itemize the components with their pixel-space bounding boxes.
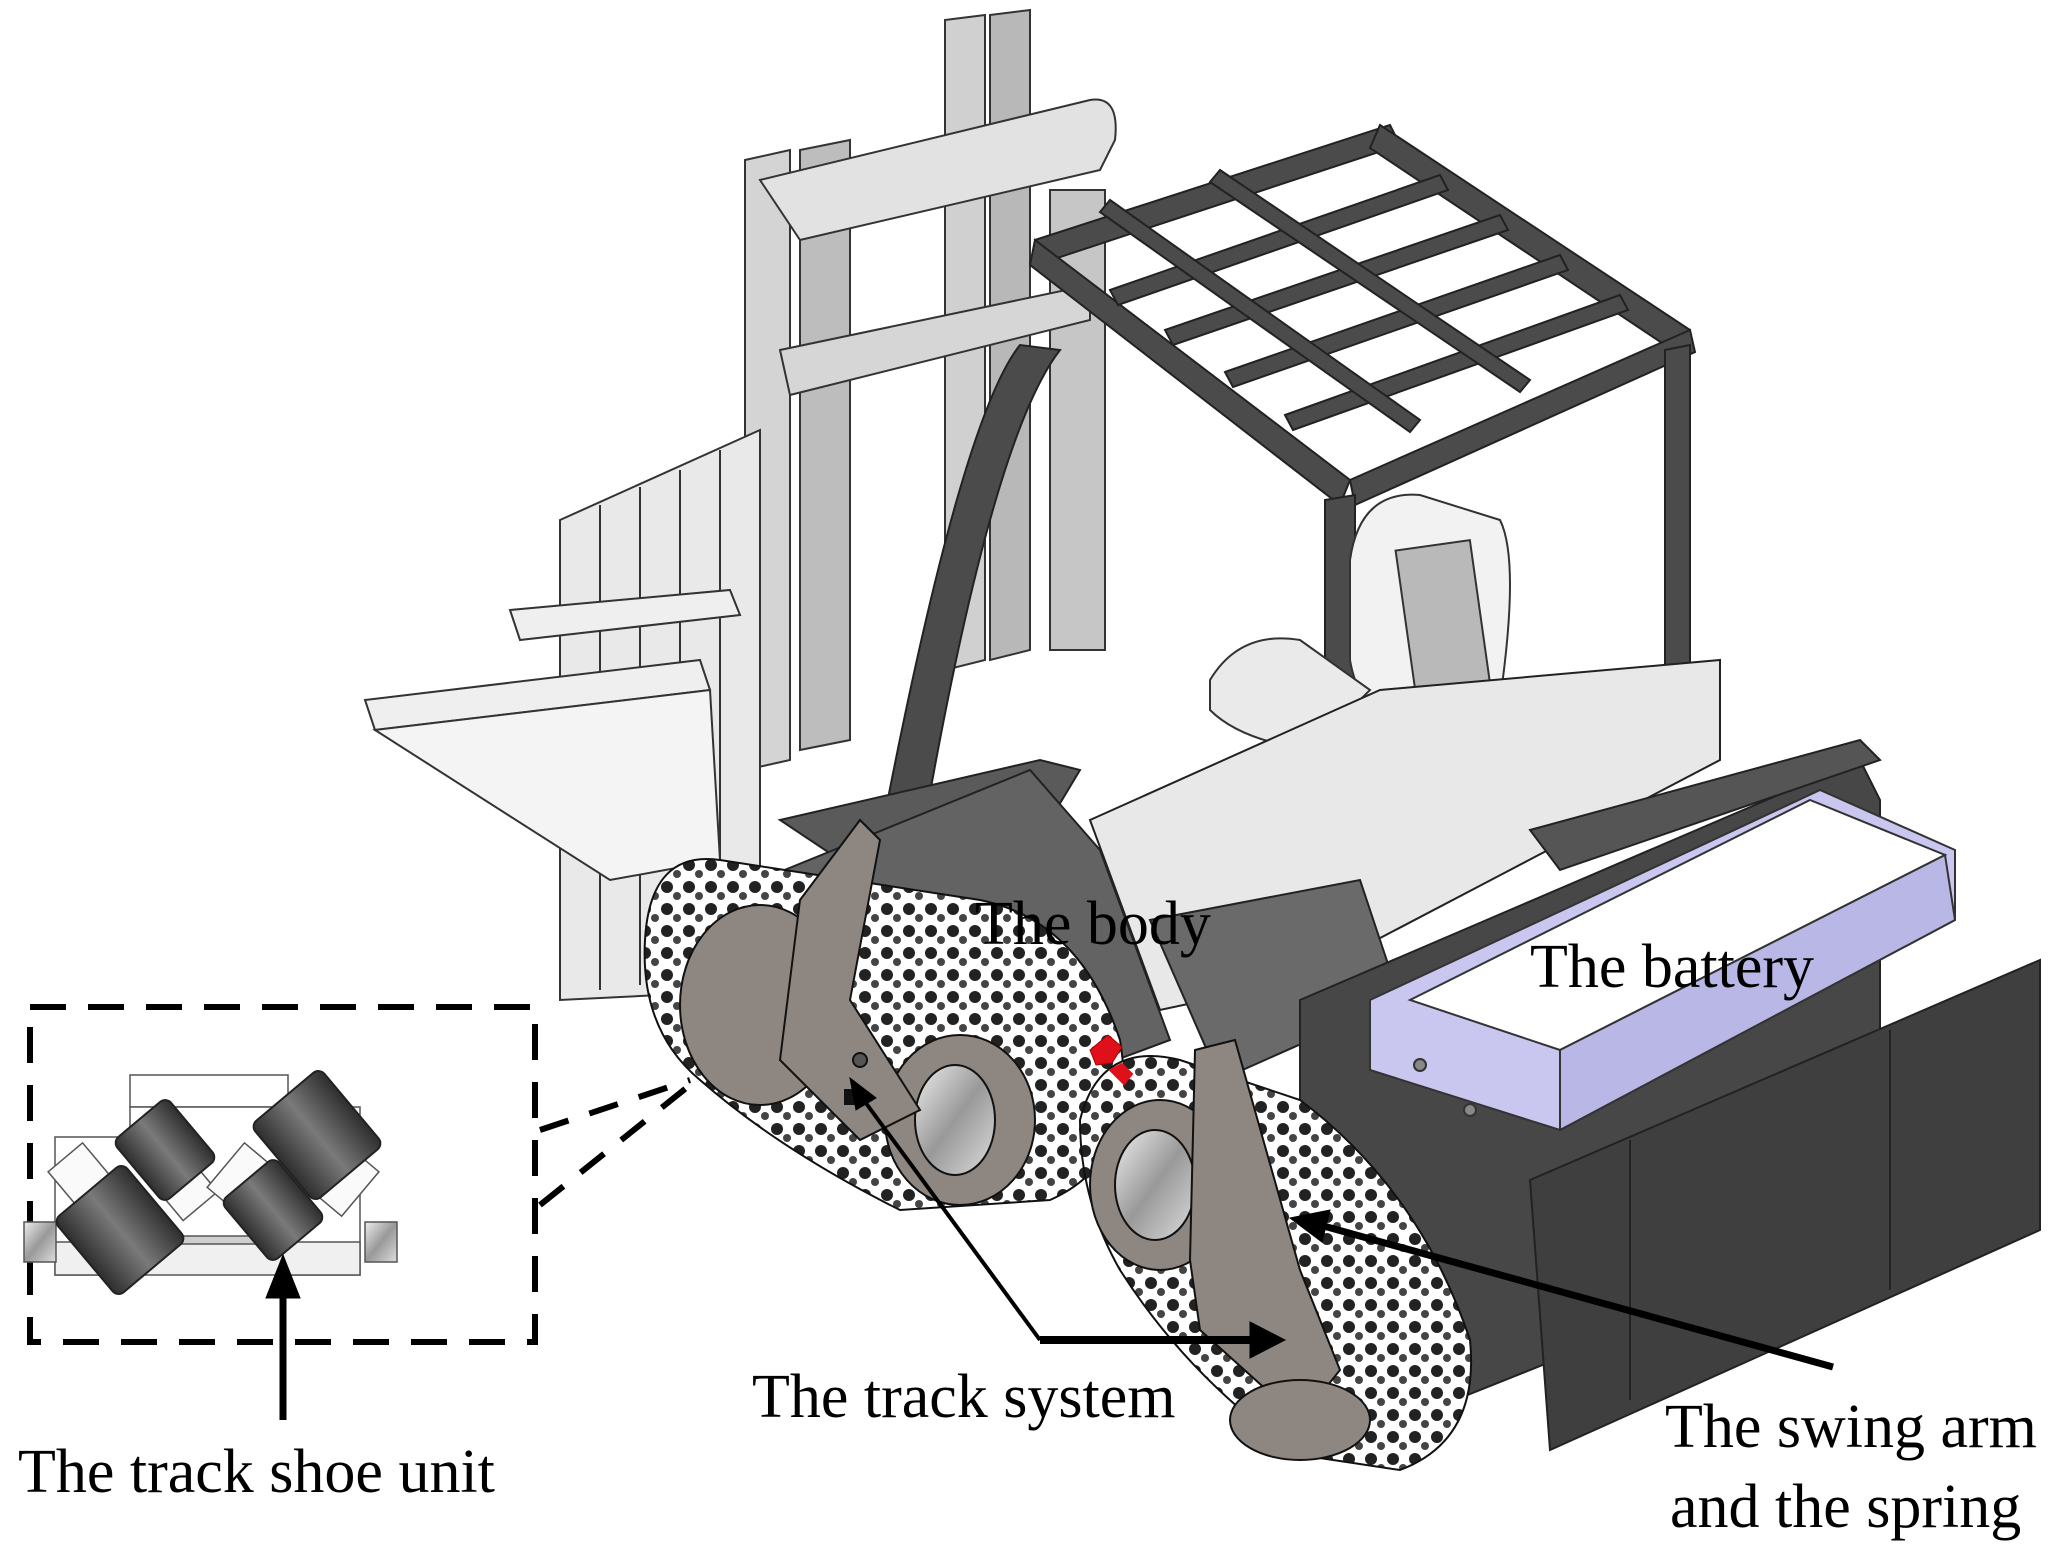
inset-leader-line [539, 1077, 691, 1133]
spring-red [1089, 1034, 1123, 1066]
label-track-system: The track system [752, 1363, 1176, 1431]
arrowhead [849, 1076, 877, 1111]
counterweight [1528, 958, 2041, 1452]
arrow-track-system-left [858, 1093, 1042, 1342]
inset-leader-line [538, 1082, 692, 1208]
callout-arrows [265, 1076, 1834, 1420]
arrowhead [1288, 1209, 1331, 1243]
track-shoe-inset [23, 1004, 692, 1345]
overhead-guard [878, 123, 1697, 997]
track-system-rear [1078, 1038, 1473, 1472]
label-track-shoe-unit: The track shoe unit [18, 1438, 495, 1506]
track-system-front [643, 818, 1125, 1212]
rollers [55, 1070, 382, 1295]
arrowhead [1249, 1321, 1287, 1359]
inset-dashed-frame [27, 1004, 538, 1345]
arrow-swing-arm [1319, 1221, 1834, 1371]
fork-carriage [363, 428, 761, 1002]
arrowhead [265, 1253, 301, 1299]
label-swing-arm: The swing arm [1665, 1393, 2037, 1461]
battery [1369, 788, 1957, 1132]
label-battery: The battery [1530, 933, 1815, 1001]
label-spring: and the spring [1670, 1473, 2022, 1541]
label-body: The body [975, 890, 1211, 958]
